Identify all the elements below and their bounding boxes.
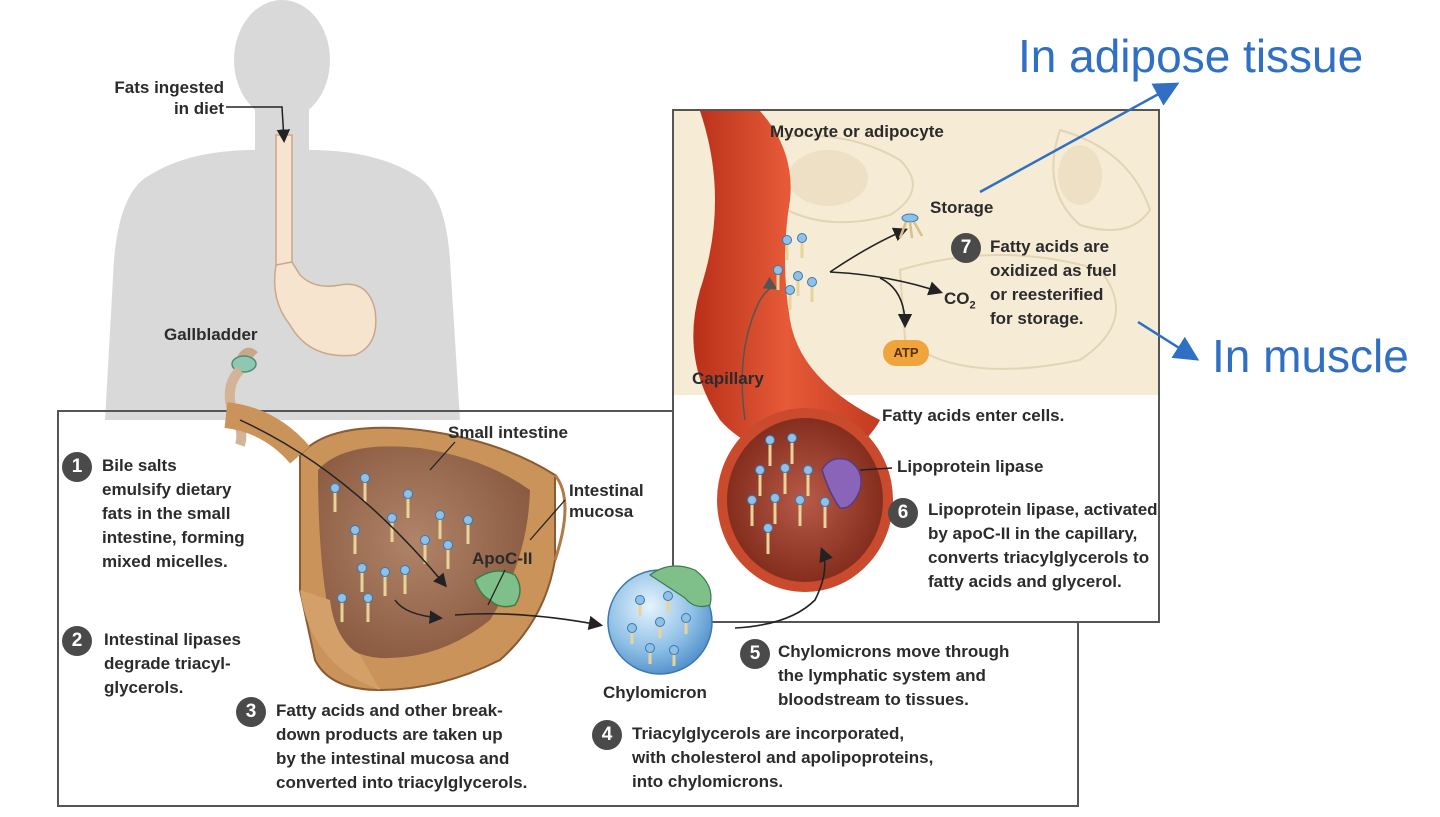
fa-to-storage-arrow <box>829 227 908 273</box>
co2-label: CO2 <box>944 289 976 312</box>
muscle-annotation: In muscle <box>1212 330 1409 382</box>
fats-ingested-label: Fats ingested in diet <box>114 78 224 118</box>
fatty-acid <box>787 433 797 464</box>
fatty-acid <box>797 233 807 258</box>
fatty-acid <box>782 235 792 260</box>
lipoprotein-lipase-enzyme <box>821 458 893 509</box>
step-4-badge: 4 <box>592 720 622 750</box>
micelle-fatty-acid <box>380 567 390 596</box>
step-3-text: Fatty acids and other break- down produc… <box>276 701 528 792</box>
micelle-uptake-arrow <box>239 419 447 588</box>
capillary-to-cell-arrow <box>741 276 778 421</box>
step-5-text: Chylomicrons move through the lymphatic … <box>778 642 1010 709</box>
adipose-tissue-annotation: In adipose tissue <box>1018 30 1364 82</box>
small-intestine-pointer <box>429 441 456 471</box>
fatty-acid <box>803 465 813 496</box>
intestine-micelles <box>330 473 473 622</box>
apoc2-label: ApoC-II <box>472 549 533 568</box>
apoc2-pointer <box>487 569 506 606</box>
triacylglycerol <box>635 595 645 616</box>
fatty-acid <box>747 495 757 526</box>
step-5-badge: 5 <box>740 639 770 669</box>
fatty-acid <box>773 265 783 290</box>
small-intestine-label: Small intestine <box>448 423 568 442</box>
micelle-fatty-acid <box>363 593 373 622</box>
capillary-fatty-acids <box>747 433 830 554</box>
cell-outlines <box>758 128 1152 370</box>
intestinal-mucosa-label: Intestinal mucosa <box>569 481 644 521</box>
chylomicron-particle <box>607 565 713 675</box>
triacylglycerol <box>681 613 691 634</box>
micelle-fatty-acid <box>350 525 360 554</box>
step-6-text: Lipoprotein lipase, activated by apoC-II… <box>928 500 1158 591</box>
fatty-acid <box>770 493 780 524</box>
fats-ingested-pointer <box>226 106 291 143</box>
fatty-acid <box>793 271 803 296</box>
micelle-fatty-acid <box>435 510 445 539</box>
step-7-text: Fatty acids are oxidized as fuel or rees… <box>990 237 1117 328</box>
fatty-acids-enter-label: Fatty acids enter cells. <box>882 406 1065 425</box>
fatty-acid <box>780 463 790 494</box>
fatty-acid <box>763 523 773 554</box>
fatty-acid <box>755 465 765 496</box>
micelle-fatty-acid <box>357 563 367 592</box>
apoc2-protein <box>474 570 521 608</box>
storage-label: Storage <box>930 198 994 217</box>
step-3-badge: 3 <box>236 697 266 727</box>
storage-lipid-droplet <box>898 213 924 239</box>
micelle-fatty-acid <box>420 535 430 564</box>
step-2-text: Intestinal lipases degrade triacyl- glyc… <box>104 630 241 697</box>
fatty-acid <box>807 277 817 302</box>
intestinal-mucosa-pointer <box>529 499 566 541</box>
micelle-fatty-acid <box>360 473 370 502</box>
micelle-fatty-acid <box>337 593 347 622</box>
triacylglycerol <box>627 623 637 644</box>
to-chylomicron-arrow <box>454 612 604 631</box>
capillary-label: Capillary <box>692 369 764 388</box>
micelle-fatty-acid <box>387 513 397 542</box>
chylomicron-to-capillary-arrow <box>734 547 833 629</box>
cell-fatty-acids <box>773 233 817 310</box>
fa-to-atp-arrow <box>879 277 913 329</box>
step-7-badge: 7 <box>951 233 981 263</box>
gallbladder-label: Gallbladder <box>164 325 258 344</box>
micelle-fatty-acid <box>443 540 453 569</box>
triacylglycerol <box>669 645 679 666</box>
micelle-fatty-acid <box>463 515 473 544</box>
triacylglycerol <box>645 643 655 664</box>
micelle-fatty-acid <box>400 565 410 594</box>
step-6-badge: 6 <box>888 498 918 528</box>
fatty-acid <box>765 435 775 466</box>
micelle-fatty-acid <box>403 489 413 518</box>
lipase-degrade-arrow <box>394 599 443 624</box>
step-4-text: Triacylglycerols are incorporated, with … <box>632 724 934 791</box>
chylomicron-label: Chylomicron <box>603 683 707 702</box>
step-1-badge: 1 <box>62 452 92 482</box>
step-1-text: Bile salts emulsify dietary fats in the … <box>102 456 245 571</box>
micelle-fatty-acid <box>330 483 340 512</box>
fatty-acid <box>795 495 805 526</box>
fa-to-co2-arrow <box>829 271 944 296</box>
chylomicron-triacylglycerols <box>627 591 691 666</box>
muscle-arrow[interactable] <box>1137 320 1200 361</box>
step-2-badge: 2 <box>62 626 92 656</box>
adipose-arrow[interactable] <box>979 82 1180 194</box>
atp-badge: ATP <box>883 340 929 366</box>
lipoprotein-lipase-label: Lipoprotein lipase <box>897 457 1044 476</box>
triacylglycerol <box>663 591 673 612</box>
digestive-tract <box>224 134 377 447</box>
fatty-acid <box>820 497 830 528</box>
myocyte-adipocyte-label: Myocyte or adipocyte <box>770 122 944 141</box>
fatty-acid <box>785 285 795 310</box>
triacylglycerol <box>655 617 665 638</box>
